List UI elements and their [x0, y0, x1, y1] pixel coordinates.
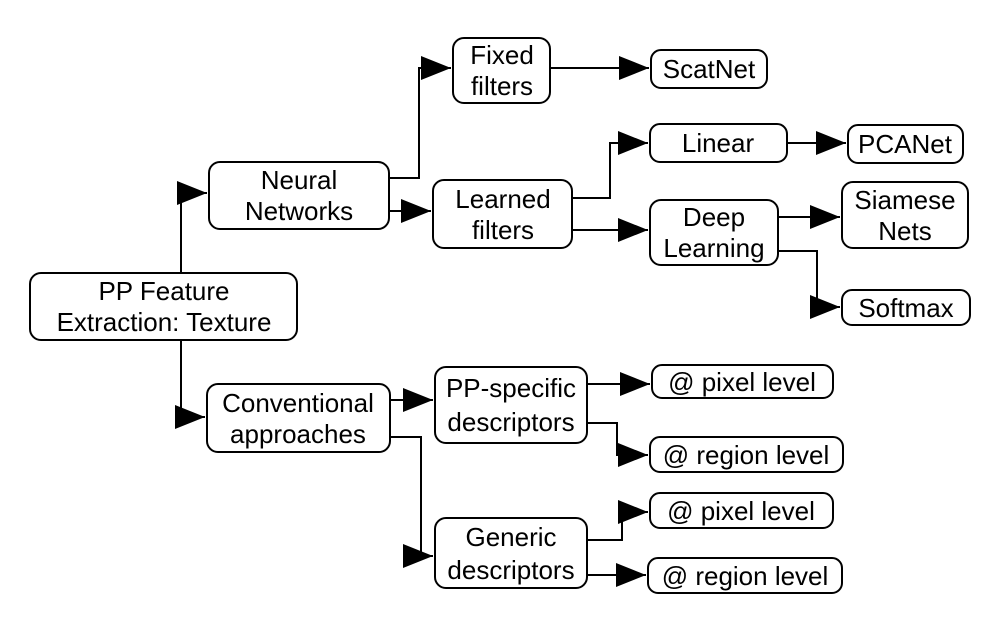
- node-root-box: [29, 272, 298, 341]
- node-linear-label: Linear: [682, 128, 755, 158]
- edge-root-conventional: [175, 340, 205, 429]
- node-pp-specific-descriptors-box: [434, 366, 588, 444]
- node-softmax-label: Softmax: [858, 293, 953, 323]
- edge-neural-fixed: [389, 56, 451, 179]
- node-generic-region-level-box: [647, 557, 843, 594]
- edge-learned-linear: [572, 131, 648, 199]
- node-generic-pixel-level-box: [649, 492, 834, 529]
- edge-ppspecific-region: [587, 422, 648, 467]
- node-learned-filters-box: [432, 179, 573, 249]
- node-deep-learning-box: [649, 199, 779, 266]
- node-generic-pixel-level: @ pixel level: [649, 492, 834, 529]
- node-generic-pixel-level-label: @ pixel level: [667, 496, 815, 526]
- node-neural-networks-box: [208, 161, 390, 230]
- node-generic-region-level: @ region level: [647, 557, 843, 594]
- node-pp-region-level-label: @ region level: [663, 440, 830, 470]
- node-pp-region-level: @ region level: [649, 436, 844, 473]
- node-pp-region-level-box: [649, 436, 844, 473]
- edge-conventional-generic: [390, 436, 433, 568]
- edge-generic-pixel: [587, 500, 648, 541]
- node-linear-box: [649, 123, 788, 163]
- node-scatnet: ScatNet: [650, 49, 768, 89]
- node-scatnet-box: [650, 49, 768, 89]
- node-pp-pixel-level-box: [651, 364, 834, 399]
- node-generic-descriptors-box: [434, 517, 588, 589]
- node-pcanet: PCANet: [847, 124, 964, 164]
- node-softmax: Softmax: [841, 289, 971, 326]
- edge-deep-softmax: [778, 250, 840, 319]
- node-scatnet-label: ScatNet: [663, 54, 756, 84]
- edge-root-neural: [177, 181, 207, 273]
- node-pp-pixel-level: @ pixel level: [651, 364, 834, 399]
- node-softmax-box: [841, 289, 971, 326]
- node-pp-pixel-level-label: @ pixel level: [668, 367, 816, 397]
- node-siamese-nets-box: [841, 181, 969, 249]
- node-conventional-approaches-box: [206, 383, 391, 453]
- node-fixed-filters-box: [452, 37, 551, 104]
- node-pcanet-box: [847, 124, 964, 164]
- node-pcanet-label: PCANet: [858, 129, 953, 159]
- node-generic-region-level-label: @ region level: [662, 561, 829, 591]
- node-linear: Linear: [649, 123, 788, 163]
